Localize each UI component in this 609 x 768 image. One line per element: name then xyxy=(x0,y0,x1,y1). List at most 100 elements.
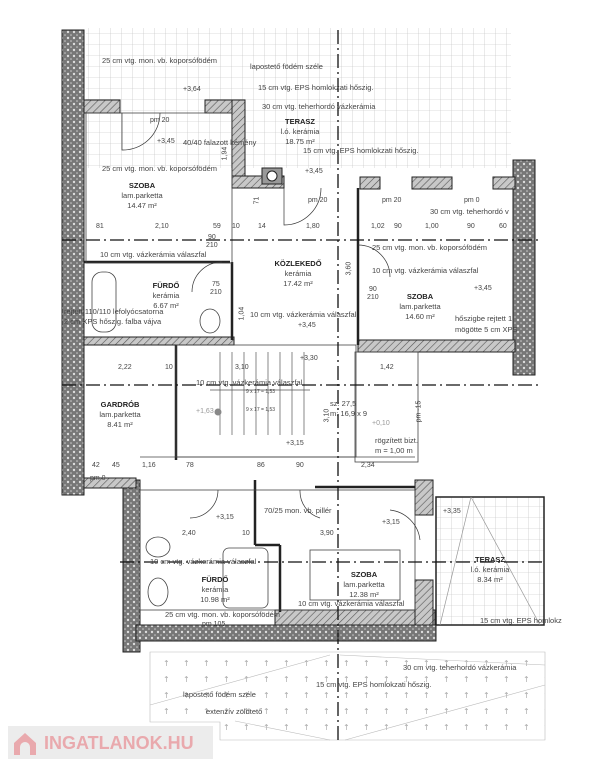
dimension: 90 xyxy=(296,462,304,469)
dimension: 90 xyxy=(467,223,475,230)
level-mark: +1,63 xyxy=(196,408,214,415)
dimension: 1,02 xyxy=(371,223,385,230)
terrace-right-grid xyxy=(435,496,545,626)
level-mark: +0,10 xyxy=(372,420,390,427)
dimension: 3,10 xyxy=(235,364,249,371)
annotation: extenzív zöldtető xyxy=(206,707,263,716)
dimension: 90 xyxy=(208,234,216,241)
dimension: 3,90 xyxy=(320,530,334,537)
annotation: lapostető födém széle xyxy=(183,690,256,699)
dimension: 71 xyxy=(253,196,261,205)
watermark-text: INGATLANOK.HU xyxy=(44,732,194,753)
annotation: rögzített bizt. xyxy=(375,436,418,445)
level-mark: +3,45 xyxy=(157,138,175,145)
dimension: 90 xyxy=(369,286,377,293)
annotation: 30 cm vtg. teherhordó vázkerámia xyxy=(262,102,376,111)
stair-newel xyxy=(214,408,222,416)
dimension: 210 xyxy=(210,289,222,296)
dimension: 42 xyxy=(92,462,100,469)
dimension: 45 xyxy=(112,462,120,469)
level-mark: pm -15 xyxy=(415,400,423,423)
annotation: 10 cm vtg. vázkerámia válaszfal xyxy=(250,310,357,319)
dimension: 3,60 xyxy=(345,261,353,276)
house-icon xyxy=(12,730,38,756)
dimension: 10 xyxy=(242,530,250,537)
annotation: 9 x 17 = 1,53 xyxy=(246,407,276,413)
dimension: 2,34 xyxy=(361,462,375,469)
annotation: m = 1,00 m xyxy=(375,446,413,455)
annotation: 15 cm vtg. EPS homlokzati hőszig. xyxy=(303,146,419,155)
dimension: 1,80 xyxy=(306,223,320,230)
annotation: 70/25 mon. vb. pillér xyxy=(264,506,332,515)
level-mark: pm 0 xyxy=(90,475,106,482)
level-mark: pm 20 xyxy=(308,197,328,204)
dimension: 1,16 xyxy=(142,462,156,469)
level-mark: +3,15 xyxy=(382,519,400,526)
annotation: mögötte 5 cm XPS xyxy=(455,325,518,334)
level-mark: pm 105 xyxy=(202,621,226,628)
level-mark: pm 20 xyxy=(150,117,170,124)
annotation: 30 cm vtg. teherhordó v xyxy=(430,207,509,216)
dimension: 1,42 xyxy=(380,364,394,371)
level-mark: +3,15 xyxy=(286,440,304,447)
dimension: 210 xyxy=(206,242,218,249)
level-mark: +3,30 xyxy=(300,355,318,362)
annotation: sz: 27,5 xyxy=(330,399,357,408)
annotation: rejtett 110/110 lefolyócsatorna xyxy=(64,307,164,316)
annotation: 25 cm vtg. mon. vb. koporsófödém xyxy=(102,164,218,173)
level-mark: +3,15 xyxy=(216,514,234,521)
green-roof xyxy=(149,651,546,741)
dimension: 1,04 xyxy=(238,306,246,321)
annotation: m: 16,9 x 9 xyxy=(330,409,368,418)
dimension: 10 xyxy=(165,364,173,371)
annotation: 9 x 17 = 1,53 xyxy=(246,389,276,395)
terrace-top-grid xyxy=(86,28,511,168)
dimension: 2,40 xyxy=(182,530,196,537)
level-mark: +3,35 xyxy=(443,508,461,515)
annotation: 25 cm vtg. mon. vb. koporsófödém xyxy=(165,610,281,619)
annotation: 10 cm vtg. vázkerámia válaszfal xyxy=(100,250,207,259)
annotation: 15 cm vtg. EPS homlokzati hőszig. xyxy=(316,680,432,689)
dimension: 2,22 xyxy=(118,364,132,371)
level-mark: pm 20 xyxy=(382,197,402,204)
dimension: 1,94 xyxy=(221,146,229,161)
dimension: 60 xyxy=(499,223,507,230)
dimension: 210 xyxy=(367,294,379,301)
annotation: 15 cm vtg. EPS homlokz xyxy=(480,616,562,625)
dimension: 75 xyxy=(212,281,220,288)
annotation: 25 cm vtg. mon. vb. koporsófödém xyxy=(372,243,488,252)
dimension: 59 xyxy=(213,223,221,230)
dimension: 86 xyxy=(257,462,265,469)
dimension: 14 xyxy=(258,223,266,230)
level-mark: +3,45 xyxy=(298,322,316,329)
dimension: 78 xyxy=(186,462,194,469)
dimension: 2,10 xyxy=(155,223,169,230)
watermark-logo: INGATLANOK.HU xyxy=(8,726,213,759)
annotation: 30 cm vtg. teherhordó vázkerámia xyxy=(403,663,517,672)
dimension: 3,10 xyxy=(323,408,331,423)
dimension: 10 xyxy=(232,223,240,230)
annotation: 10 cm vtg. vázkerámia válaszfal xyxy=(150,557,257,566)
level-mark: pm 0 xyxy=(464,197,480,204)
annotation: 2 cm XPS hőszig. falba vájva xyxy=(64,317,162,326)
annotation: 15 cm vtg. EPS homlokzati hőszig. xyxy=(258,83,374,92)
level-mark: +3,45 xyxy=(474,285,492,292)
level-mark: +3,45 xyxy=(305,168,323,175)
dimension: 81 xyxy=(96,223,104,230)
dimension: 1,00 xyxy=(425,223,439,230)
dimension: 90 xyxy=(394,223,402,230)
level-mark: +3,64 xyxy=(183,86,201,93)
annotation: hőszigbe rejtett 1 xyxy=(455,314,513,323)
annotation: 10 cm vtg. vázkerámia válaszfal xyxy=(196,378,303,387)
annotation: 10 cm vtg. vázkerámia válaszfal xyxy=(298,599,405,608)
